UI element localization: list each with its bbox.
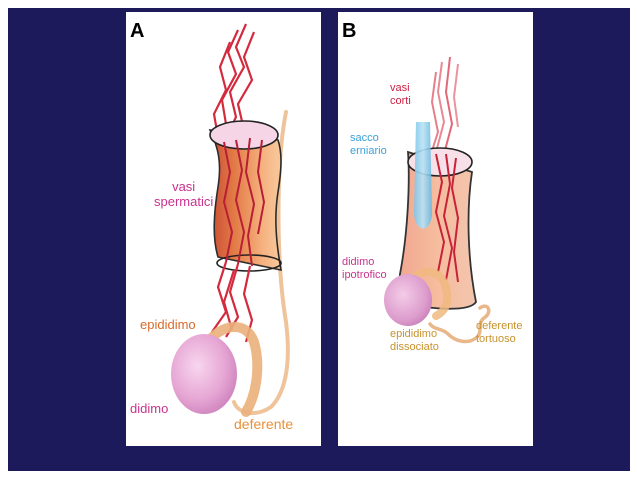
label-epididimo: epididimo [140,318,196,333]
panel-b-illustration [338,12,533,446]
testis-hypotrophic [384,274,432,326]
canal-opening-top [210,121,278,149]
label-epididimo-dissociato: epididimo dissociato [390,328,439,353]
label-vasi-spermatici: vasi spermatici [154,180,213,210]
hernia-sac [414,122,432,229]
panel-a-illustration [126,12,321,446]
label-vasi-corti: vasi corti [390,82,411,107]
panel-b: B vasi corti sacco erniario didimo ipotr… [338,12,533,446]
panel-a-letter: A [130,20,144,43]
label-didimo: didimo [130,402,168,417]
label-deferente: deferente [234,416,293,432]
testis [171,334,237,414]
label-sacco-erniario: sacco erniario [350,132,387,157]
label-deferente-tortuoso: deferente tortuoso [476,320,522,345]
panel-a: A vasi spermatici epididimo didimo defer… [126,12,321,446]
label-didimo-ipotrofico: didimo ipotrofico [342,256,387,281]
panel-b-letter: B [342,20,356,43]
slide-background: A vasi spermatici epididimo didimo defer… [8,8,630,471]
short-vessels-top [430,57,458,157]
inguinal-canal [210,130,281,270]
